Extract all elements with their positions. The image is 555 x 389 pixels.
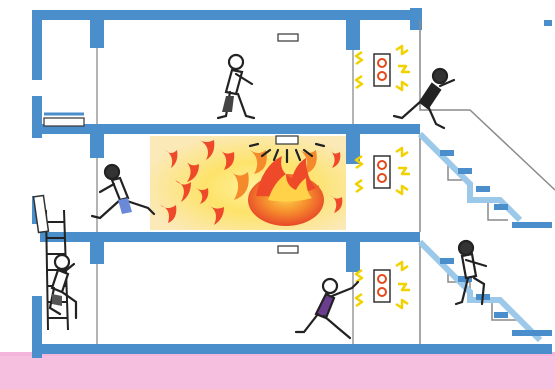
fire-alarm-bell-1 (374, 270, 390, 302)
fire-room (150, 136, 346, 230)
floor-slab-3 (40, 124, 360, 134)
stair-steps-2 (440, 150, 552, 228)
right-post (544, 20, 552, 26)
column-right-1 (346, 242, 360, 272)
column-left-1 (90, 242, 104, 264)
balcony-box (44, 118, 84, 126)
ceiling-light-1 (278, 246, 298, 253)
roof (32, 10, 422, 20)
column-left-3 (90, 20, 104, 48)
person-icon (394, 69, 454, 128)
person-icon (218, 55, 254, 118)
fire-alarm-bell-3 (374, 54, 390, 86)
ceiling-light-3 (278, 34, 298, 41)
person-icon (92, 165, 154, 218)
floor-slab-1 (32, 344, 552, 354)
left-wall-top (32, 10, 42, 80)
landing-3 (360, 124, 420, 134)
person-icon (50, 255, 76, 318)
landing-2 (360, 232, 420, 242)
ladder-bracket (34, 195, 49, 232)
ground (0, 354, 555, 389)
column-right-3 (346, 20, 360, 50)
fire-alarm-bell-2 (374, 156, 390, 188)
stair-blue-rails (420, 134, 540, 340)
column-left-2 (90, 134, 104, 158)
person-icon (296, 279, 358, 338)
floor-slab-2 (40, 232, 360, 242)
